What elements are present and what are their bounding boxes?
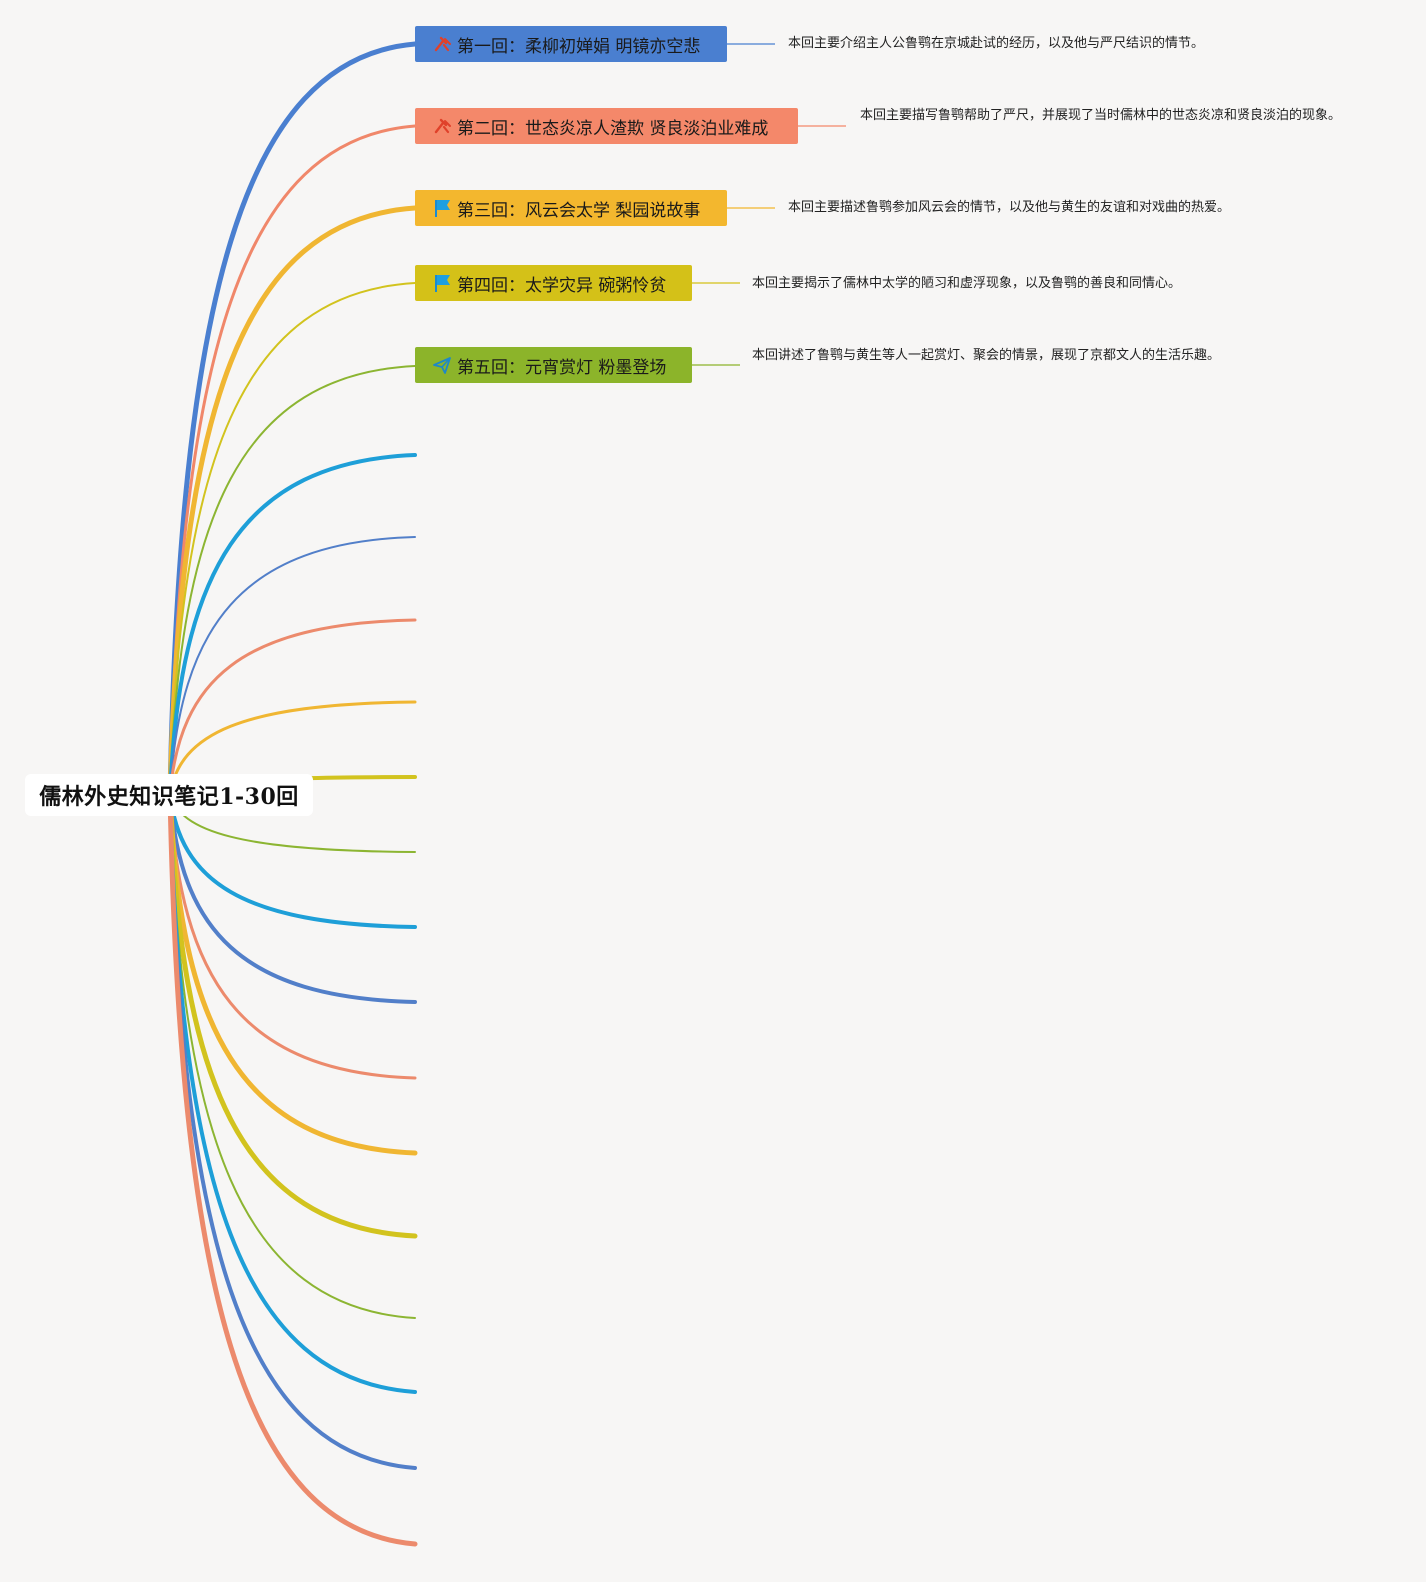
branch-curve [167, 205, 418, 797]
topic-description: 本回主要描写鲁鹗帮助了严尺，并展现了当时儒林中的世态炎凉和贤良淡泊的现象。 [860, 108, 1342, 123]
root-topic-label: 儒林外史知识笔记1-30回 [39, 784, 299, 810]
topic-description: 本回主要介绍主人公鲁鹗在京城赴试的经历，以及他与严尺结识的情节。 [788, 36, 1205, 51]
branch-curve [168, 792, 417, 1080]
branch-curve [168, 453, 417, 796]
branch-curve [169, 365, 416, 795]
topic-label: 第二回：世态炎凉人渣欺 贤良淡泊业难成 [457, 118, 769, 139]
topic-description: 本回主要揭示了儒林中太学的陋习和虚浮现象，以及鲁鹗的善良和同情心。 [752, 276, 1182, 291]
topic-node[interactable]: 第二回：世态炎凉人渣欺 贤良淡泊业难成 [415, 108, 798, 144]
topic-node[interactable]: 第三回：风云会太学 梨园说故事 [415, 190, 727, 226]
root-topic[interactable]: 儒林外史知识笔记1-30回 [25, 774, 313, 816]
topic-node[interactable]: 第一回：柔柳初婵娟 明镜亦空悲 [415, 26, 727, 62]
topic-label: 第三回：风云会太学 梨园说故事 [457, 200, 701, 221]
topic-description: 本回讲述了鲁鹗与黄生等人一起赏灯、聚会的情景，展现了京都文人的生活乐趣。 [752, 348, 1221, 363]
branch-curve [168, 792, 417, 1004]
branch-curve [167, 791, 418, 1239]
branch-curve [168, 792, 417, 1470]
branch-curve [169, 282, 416, 795]
topic-label: 第五回：元宵赏灯 粉墨登场 [457, 357, 667, 378]
branch-curve [168, 700, 417, 796]
topic-node[interactable]: 第五回：元宵赏灯 粉墨登场 [415, 347, 692, 383]
flag-icon [431, 197, 453, 219]
hammers-icon [431, 33, 453, 55]
flag-icon [431, 272, 453, 294]
branch-curve [168, 792, 417, 1394]
branch-curve [168, 618, 417, 796]
branch-curve [167, 791, 418, 1547]
branch-curve [169, 536, 416, 795]
topic-description: 本回主要描述鲁鹗参加风云会的情节，以及他与黄生的友谊和对戏曲的热爱。 [788, 200, 1231, 215]
paper-plane-icon [431, 354, 453, 376]
branch-curve [167, 791, 418, 1156]
hammers-icon [431, 115, 453, 137]
branch-curve [167, 41, 418, 797]
topic-label: 第一回：柔柳初婵娟 明镜亦空悲 [457, 36, 701, 57]
topic-label: 第四回：太学灾异 碗粥怜贫 [457, 275, 667, 296]
topic-node[interactable]: 第四回：太学灾异 碗粥怜贫 [415, 265, 692, 301]
branch-curve [168, 792, 417, 929]
